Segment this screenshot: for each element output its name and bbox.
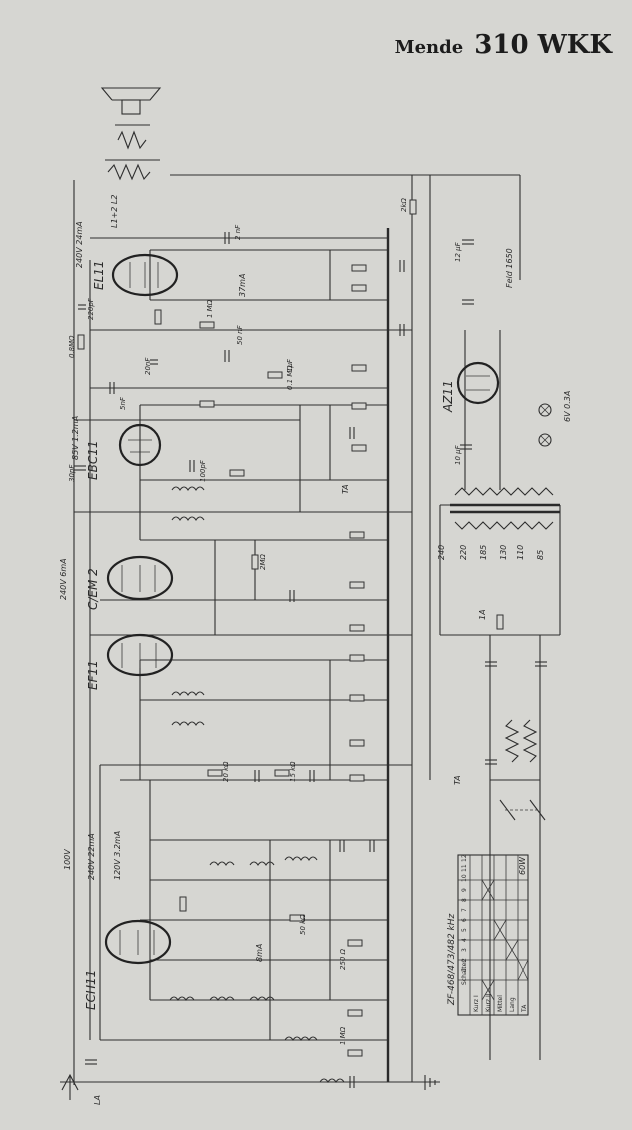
ciem2-supply-label: 240V 6mA	[59, 558, 68, 600]
res-2kohm-label: 2kΩ	[400, 197, 408, 212]
tap-240: 240	[437, 545, 446, 560]
mains-switch-icon	[499, 799, 546, 821]
tap-110: 110	[516, 545, 525, 560]
power-transformer	[450, 487, 560, 530]
cap-1uF-label: 1µF	[286, 358, 294, 372]
switch-col-6: 6	[461, 918, 468, 922]
cap-20nF-label: 20nF	[144, 357, 152, 375]
tube-label-ef11: EF11	[86, 660, 100, 690]
tube-az11: AZ11	[441, 361, 500, 413]
lamp-label: 6V 0.3A	[563, 391, 572, 422]
cap-5nF-label: 5nF	[119, 396, 127, 410]
tube-label-ebc11: EBC11	[86, 441, 100, 480]
switch-col-header: Schalter	[461, 960, 468, 985]
capacitors	[74, 232, 547, 1088]
tube-el11: EL11	[92, 253, 179, 297]
model-label: 310 WKK	[474, 30, 612, 60]
ground-icon	[424, 1075, 436, 1090]
switch-col-7: 7	[461, 908, 468, 912]
tube-ebc11: EBC11	[86, 423, 162, 480]
tone-label: TA	[453, 775, 462, 785]
horizontal-wires	[74, 237, 560, 1041]
tap-130: 130	[499, 545, 508, 560]
switch-col-2: 2	[461, 958, 468, 962]
tube-label-ciem2: C/EM 2	[86, 568, 100, 610]
antenna-icon	[61, 1073, 79, 1100]
tube-ech11: ECH11	[84, 919, 172, 1010]
mains-fuse-label: 1A	[478, 609, 487, 620]
res-08mohm-label: 0.8MΩ	[68, 335, 76, 358]
switch-row-1: Kurz I	[473, 995, 480, 1012]
cap-220pF-label: 220pF	[87, 297, 95, 320]
ebc11-supply-label: 85V 1.2mA	[71, 416, 80, 460]
switch-row-5: TA	[521, 1004, 528, 1013]
switch-col-12: 12	[461, 854, 468, 862]
annotation-labels: 240V 24mA 37mA 85V 1.2mA 240V 6mA 100V 2…	[59, 221, 572, 1105]
tap-220: 220	[459, 545, 468, 560]
tube-ciem2: C/EM 2	[86, 555, 174, 610]
feld-label: Feld 1650	[505, 248, 514, 288]
pilot-lamps	[538, 403, 552, 447]
tube-label-az11: AZ11	[441, 380, 455, 413]
el11-current-label: 37mA	[238, 274, 247, 297]
speaker-coil-label: L1+2 L2	[110, 195, 119, 228]
res-2mohm-label: 2MΩ	[259, 554, 267, 570]
cap-12uF-label: 12 µF	[454, 241, 462, 262]
tube-label-el11: EL11	[92, 260, 106, 290]
ech11-supply-c: 120V 3.2mA	[113, 831, 122, 880]
tube-ef11: EF11	[86, 633, 174, 690]
switch-col-4: 4	[461, 938, 468, 942]
resistors	[77, 199, 504, 1057]
switch-row-3: Mittel	[497, 995, 504, 1012]
res-1mohm-label: 1 MΩ	[206, 299, 214, 318]
switch-col-11: 11	[461, 864, 468, 872]
res-250ohm-label: 250 Ω	[339, 948, 347, 970]
switch-row-4: Lang	[509, 997, 516, 1012]
ech11-supply-b: 240V 22mA	[87, 833, 96, 880]
brand-label: Mende	[394, 37, 464, 58]
switch-table: Schalter 1 2 3 4 5 6 7 8 9 10 11 12 Kurz…	[457, 854, 529, 1016]
cap-10uF-label: 10 µF	[454, 444, 462, 465]
switch-col-8: 8	[461, 898, 468, 902]
if-coils	[169, 486, 538, 1083]
cap-100pF-label: 100pF	[199, 459, 207, 482]
res-01mohm-label: 0.1 MΩ	[286, 365, 294, 390]
switch-col-3: 3	[461, 948, 468, 952]
switch-col-1: 1	[461, 968, 468, 972]
switch-col-9: 9	[461, 888, 468, 892]
zf-label: ZF-468/473/482 kHz	[447, 913, 457, 1006]
tube-label-ech11: ECH11	[84, 970, 98, 1010]
res-20kohm-label: 20 kΩ	[222, 761, 230, 782]
res-50kohm-label: 50 kΩ	[299, 914, 307, 935]
cap-50nF-label: 50 nF	[236, 324, 244, 345]
cap-2nF-label: 2 nF	[234, 224, 242, 240]
ech11-current-label: 8mA	[255, 944, 264, 962]
mains-power-label: 60W	[518, 856, 527, 875]
res-1mohm-b-label: 1 MΩ	[339, 1026, 347, 1045]
tap-185: 185	[479, 545, 488, 560]
antenna-label: LA	[93, 1095, 102, 1105]
speaker-icon: L1+2 L2	[100, 87, 162, 228]
switch-row-2: Kurz II	[485, 993, 492, 1012]
res-15kohm-label: 15 kΩ	[289, 761, 297, 782]
switch-col-10: 10	[461, 874, 468, 882]
component-labels: 2 nF 220pF 20nF 5nF 30pF 100pF 50 nF 12 …	[68, 197, 462, 1045]
ech11-supply-a: 100V	[63, 849, 72, 870]
cap-30pF-label: 30pF	[68, 464, 76, 482]
transformer-taps: 240 220 185 130 110 85	[437, 545, 545, 560]
vertical-wires	[99, 250, 561, 1060]
tap-85: 85	[536, 550, 545, 560]
label-ta-switch: TA	[341, 484, 350, 494]
diagram-title: Mende 310 WKK	[395, 30, 612, 60]
el11-supply-label: 240V 24mA	[75, 221, 84, 268]
switch-col-5: 5	[461, 928, 468, 932]
